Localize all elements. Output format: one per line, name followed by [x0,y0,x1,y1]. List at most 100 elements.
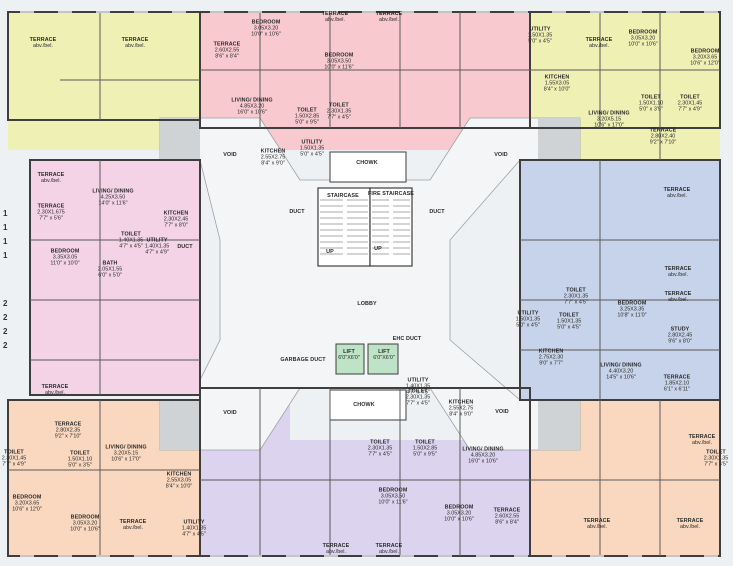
room-label: GARBAGE DUCT [280,357,325,363]
room-name: TERRACE [54,421,82,428]
wing-number: 1 [3,209,8,218]
room-name: TERRACE [29,36,57,43]
room-name: DUCT [289,208,305,215]
room-label: UP [326,249,334,255]
room-dimensions: 2.55X2.75 [448,405,474,412]
room-dimensions-imperial: 8'4" x 9'0" [261,161,285,168]
room-dimensions-imperial: 4'7" x 4'5" [119,244,143,251]
room-name: TERRACE [213,41,241,48]
room-dimensions-imperial: 7'7" x 4'9" [2,462,26,469]
room-name: TERRACE [321,10,349,17]
room-name: TOILET [415,439,435,446]
room-name: TERRACE [688,433,716,440]
room-dimensions-imperial: 10'6" x 12'0" [12,507,42,514]
room-name: TERRACE [322,542,350,549]
room-name: BATH [102,260,118,267]
room-dimensions: 1.40X1.35 [405,383,431,390]
room-dimensions: 1.55X3.05 [544,80,570,87]
room-name: TOILET [121,231,141,238]
room-name: TOILET [297,107,317,114]
room-name: TERRACE [663,186,691,193]
room-dimensions-imperial: 7'7" x 4'5" [368,452,392,459]
room-name: TOILET [70,450,90,457]
room-name: TERRACE [41,383,69,390]
wing-number: 1 [3,223,8,232]
room-dimensions: 2.55X2.75 [260,154,286,161]
room-name: TOILET [370,439,390,446]
room-dimensions: 3.20X5.15 [596,116,622,123]
void-top-left [160,118,200,160]
room-dimensions: 3.25X3.35 [619,306,645,313]
room-dimensions: 1.50X1.35 [515,316,541,323]
room-dimensions: 2.30X1.675 [37,209,65,216]
room-dimensions-imperial: 5'0" x 9'5" [295,120,319,127]
flat-bottom-center [200,380,530,556]
room-label: VOID [223,410,237,416]
room-dimensions: 2.60X2.55 [494,513,520,520]
room-dimensions-imperial: 9'2" x 7'10" [649,140,677,147]
room-dimensions-imperial: 9'6" x 8'0" [668,339,692,346]
room-name: TOILET [680,94,700,101]
room-name: BEDROOM [324,52,354,59]
flat-right [520,160,720,420]
room-dimensions-imperial: 9'0" x 7'7" [539,361,563,368]
room-name: TERRACE [375,10,403,17]
room-name: LOBBY [357,300,377,307]
room-dimensions: 1.50X1.35 [527,32,553,39]
room-name: TERRACE [375,542,403,549]
room-label: DUCT [177,244,192,250]
room-name: CHOWK [356,159,378,166]
room-name: TERRACE [121,36,149,43]
room-name: TERRACE [119,518,147,525]
void-bottom-left [160,400,200,450]
room-dimensions: 3.05X3.50 [326,58,352,65]
room-name: LIFT [343,348,355,355]
room-dimensions: 6'0"X6'0" [338,355,360,361]
flat-bottom-left [8,400,200,556]
room-dimensions-imperial: 7'7" x 4'9" [678,107,702,114]
room-dimensions: 4.85X3.20 [239,103,265,110]
room-name: STAIRCASE [327,192,359,199]
room-dimensions: 4.40X3.20 [608,368,634,375]
room-name: BEDROOM [251,19,281,26]
room-dimensions: abv./bel. [587,524,607,530]
room-dimensions: 1.50X1.10 [67,456,93,463]
lift-2 [367,343,399,375]
room-dimensions: abv./bel. [379,549,399,555]
room-name: UP [374,245,382,252]
room-label: DUCT [289,209,304,215]
room-dimensions-imperial: 5'0" x 3'5" [68,463,92,470]
void-top-right [538,118,580,160]
room-dimensions: abv./bel. [123,525,143,531]
room-name: GARBAGE DUCT [280,356,326,363]
room-name: CHOWK [353,401,375,408]
room-dimensions-imperial: 5'0" x 9'5" [413,452,437,459]
room-name: UTILITY [183,519,205,526]
room-dimensions: abv./bel. [668,272,688,278]
room-dimensions: abv./bel. [125,43,145,49]
room-dimensions: 1.85X2.10 [664,380,690,387]
room-name: UP [326,248,334,255]
